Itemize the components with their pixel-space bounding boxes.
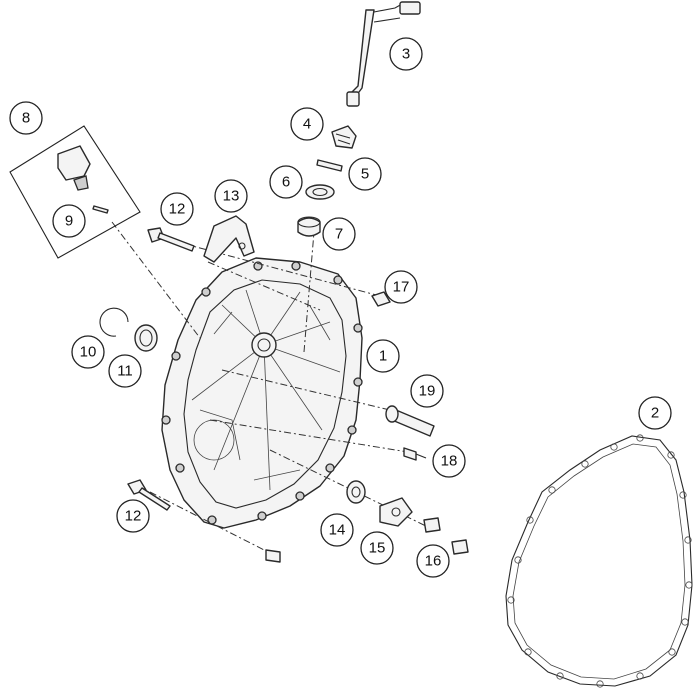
callout-label: 12 xyxy=(125,508,142,525)
callout-9: 9 xyxy=(52,204,86,238)
callout-6: 6 xyxy=(269,165,303,199)
callout-label: 15 xyxy=(369,540,386,557)
callout-label: 18 xyxy=(441,453,458,470)
callout-label: 16 xyxy=(425,553,442,570)
callout-1: 1 xyxy=(366,339,400,373)
callout-label: 17 xyxy=(393,279,410,296)
pin xyxy=(316,159,343,172)
cover-plate xyxy=(379,497,413,527)
bolt-17 xyxy=(371,291,391,307)
bracket xyxy=(203,215,255,263)
long-bolt-top xyxy=(147,227,195,252)
sensor-cable xyxy=(346,1,421,107)
long-bolt-bottom xyxy=(127,479,171,511)
callout-14: 14 xyxy=(320,513,354,547)
callout-label: 8 xyxy=(22,110,30,127)
spring-clip xyxy=(331,125,357,149)
oil-plug-box xyxy=(9,125,141,259)
callout-label: 6 xyxy=(282,174,290,191)
bearing-ring xyxy=(305,184,335,200)
callout-label: 4 xyxy=(303,116,311,133)
callout-label: 1 xyxy=(379,348,387,365)
leader-lines xyxy=(111,221,431,557)
callout-10: 10 xyxy=(71,335,105,369)
washer xyxy=(346,480,366,504)
shaft-seal xyxy=(134,324,158,352)
callout-15: 15 xyxy=(360,531,394,565)
callout-13: 13 xyxy=(214,179,248,213)
callout-label: 11 xyxy=(117,363,133,380)
callout-label: 14 xyxy=(329,522,346,539)
callout-4: 4 xyxy=(290,107,324,141)
callout-12-top: 12 xyxy=(160,192,194,226)
circlip xyxy=(99,307,129,337)
plug-bottom xyxy=(451,539,469,555)
callout-12-bottom: 12 xyxy=(116,499,150,533)
callout-label: 12 xyxy=(169,201,186,218)
callout-7: 7 xyxy=(322,217,356,251)
callout-17: 17 xyxy=(384,270,418,304)
callout-16: 16 xyxy=(416,544,450,578)
callout-label: 7 xyxy=(335,226,343,243)
callout-label: 9 xyxy=(65,213,73,230)
cap-nut xyxy=(265,549,281,563)
callouts: 1 2 3 4 5 6 7 8 9 10 11 12 12 13 14 15 1… xyxy=(9,37,672,578)
callout-label: 5 xyxy=(361,166,369,183)
callout-2: 2 xyxy=(638,396,672,430)
callout-8: 8 xyxy=(9,101,43,135)
clutch-cover xyxy=(161,257,363,529)
callout-label: 3 xyxy=(402,46,410,63)
bushing xyxy=(297,216,321,237)
callout-label: 13 xyxy=(223,188,240,205)
callout-19: 19 xyxy=(410,374,444,408)
screw-18 xyxy=(403,447,427,461)
callout-label: 19 xyxy=(419,383,436,400)
callout-3: 3 xyxy=(389,37,423,71)
plug-top xyxy=(423,517,441,533)
gasket xyxy=(505,434,693,688)
callout-label: 10 xyxy=(80,344,97,361)
callout-label: 2 xyxy=(651,405,659,422)
callout-11: 11 xyxy=(108,354,142,388)
shaft xyxy=(385,405,435,437)
callout-5: 5 xyxy=(348,157,382,191)
callout-18: 18 xyxy=(432,444,466,478)
